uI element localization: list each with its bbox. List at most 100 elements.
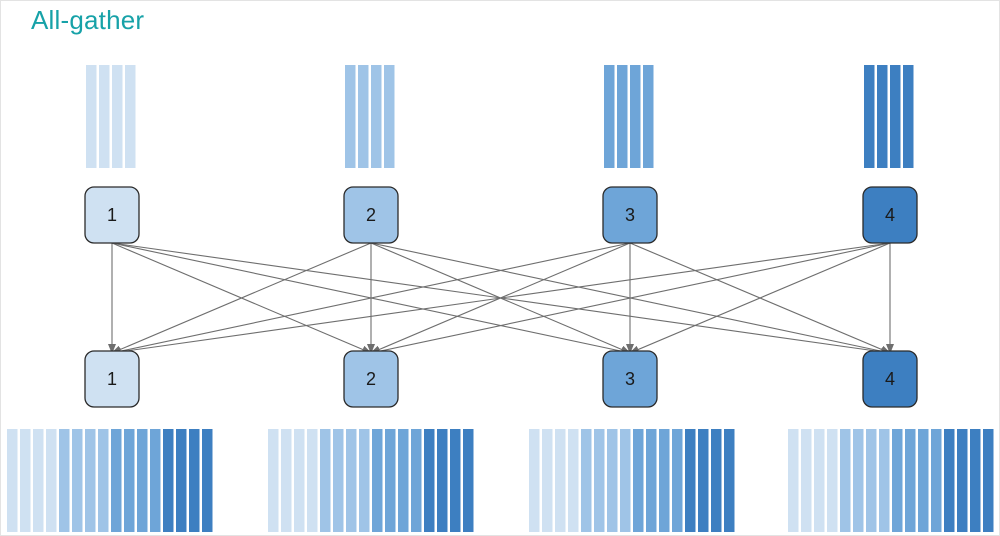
buffer-segment [617,65,628,168]
buffer-segment [711,429,722,532]
buffer-segment [814,429,825,532]
buffer-segment [864,65,875,168]
buffer-segment [903,65,914,168]
buffer-segment [333,429,344,532]
buffer-segment [604,65,615,168]
buffer-segment [189,429,200,532]
buffer-segment [643,65,654,168]
buffer-segment [542,429,553,532]
buffer-segment [529,429,540,532]
buffer-segment [424,429,435,532]
buffer-segment [463,429,474,532]
buffer-segment [125,65,136,168]
source-node-4: 4 [862,186,918,244]
buffer-segment [646,429,657,532]
buffer-segment [931,429,942,532]
node-box [84,186,140,244]
buffer-segment [568,429,579,532]
buffer-segment [111,429,122,532]
buffer-segment [371,65,382,168]
buffer-segment [112,65,123,168]
buffer-segment [398,429,409,532]
buffer-segment [853,429,864,532]
buffer-segment [659,429,670,532]
diagram-title: All-gather [31,5,145,35]
buffer-segment [385,429,396,532]
destination-node-3: 3 [602,350,658,408]
node-label: 3 [625,205,635,225]
buffer-segment [176,429,187,532]
buffer-segment [124,429,135,532]
buffer-segment [359,429,370,532]
gathered-buffer-2 [268,429,474,532]
node-box [862,350,918,408]
edge-4-to-1 [111,242,891,356]
buffer-segment [801,429,812,532]
edge-3-to-1 [111,242,631,356]
buffer-segment [345,65,356,168]
gathered-buffer-3 [529,429,735,532]
buffer-segment [788,429,799,532]
input-buffers [86,65,914,168]
buffer-segment [970,429,981,532]
buffer-segment [99,65,110,168]
buffer-segment [86,65,97,168]
buffer-segment [46,429,57,532]
node-label: 4 [885,369,895,389]
input-buffer-1 [86,65,136,168]
gathered-buffer-4 [788,429,994,532]
node-label: 2 [366,369,376,389]
buffer-segment [358,65,369,168]
input-buffer-3 [604,65,654,168]
buffer-segment [281,429,292,532]
buffer-segment [202,429,213,532]
buffer-segment [59,429,70,532]
node-label: 3 [625,369,635,389]
gathered-buffers [7,429,994,532]
buffer-segment [877,65,888,168]
edge-4-to-3 [629,242,891,354]
node-box [84,350,140,408]
destination-node-2: 2 [343,350,399,408]
buffer-segment [384,65,395,168]
buffer-segment [890,65,901,168]
buffer-segment [150,429,161,532]
buffer-segment [85,429,96,532]
input-buffer-2 [345,65,395,168]
buffer-segment [957,429,968,532]
node-label: 2 [366,205,376,225]
input-buffer-4 [864,65,914,168]
buffer-segment [983,429,994,532]
buffer-segment [7,429,18,532]
edge-group [108,242,894,356]
buffer-segment [307,429,318,532]
buffer-segment [320,429,331,532]
node-box [602,186,658,244]
buffer-segment [594,429,605,532]
buffer-segment [944,429,955,532]
source-nodes: 1 2 3 4 [84,186,918,244]
source-node-3: 3 [602,186,658,244]
gathered-buffer-1 [7,429,213,532]
node-box [343,186,399,244]
buffer-segment [555,429,566,532]
buffer-segment [685,429,696,532]
node-label: 4 [885,205,895,225]
buffer-segment [918,429,929,532]
buffer-segment [698,429,709,532]
source-node-1: 1 [84,186,140,244]
destination-node-4: 4 [862,350,918,408]
edge-4-to-2 [370,242,891,356]
buffer-segment [450,429,461,532]
buffer-segment [827,429,838,532]
buffer-segment [724,429,735,532]
buffer-segment [633,429,644,532]
buffer-segment [137,429,148,532]
buffer-segment [905,429,916,532]
buffer-segment [411,429,422,532]
buffer-segment [672,429,683,532]
node-box [343,350,399,408]
buffer-segment [581,429,592,532]
